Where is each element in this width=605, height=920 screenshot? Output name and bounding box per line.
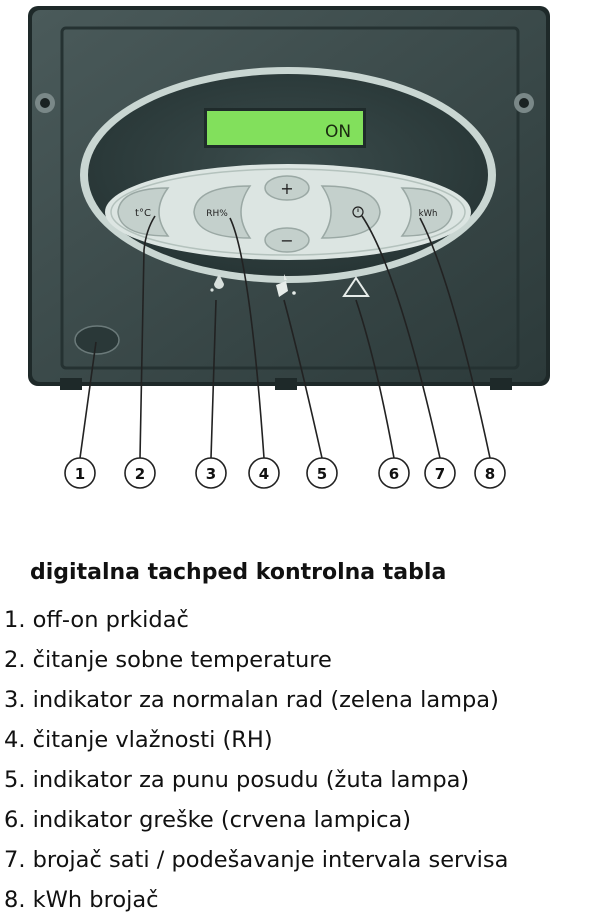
humidity-button[interactable]: RH%: [193, 185, 252, 239]
plus-button[interactable]: +: [264, 175, 310, 201]
legend-item-1: 1. off-on prkidač: [4, 607, 189, 633]
kwh-label: kWh: [419, 209, 438, 219]
legend-item-5: 5. indikator za punu posudu (žuta lampa): [4, 767, 470, 793]
callout-6: 6: [378, 457, 410, 489]
svg-text:5: 5: [317, 465, 327, 483]
legend-item-3: 3. indikator za normalan rad (zelena lam…: [4, 687, 499, 713]
callout-2: 2: [124, 457, 156, 489]
svg-text:2: 2: [135, 465, 145, 483]
display-text: ON: [325, 122, 351, 142]
minus-symbol: −: [280, 231, 293, 250]
normal-operation-lamp-icon: [210, 274, 224, 292]
power-button[interactable]: [74, 325, 120, 355]
minus-button[interactable]: −: [264, 227, 310, 253]
plus-symbol: +: [280, 179, 293, 198]
callout-3: 3: [195, 457, 227, 489]
legend-item-2: 2. čitanje sobne temperature: [4, 647, 332, 673]
svg-text:1: 1: [75, 465, 85, 483]
full-tank-lamp-icon: [276, 274, 296, 297]
svg-text:4: 4: [259, 465, 269, 483]
temperature-button[interactable]: t°C: [117, 187, 170, 237]
svg-text:7: 7: [435, 465, 445, 483]
callout-7: 7: [424, 457, 456, 489]
svg-text:6: 6: [389, 465, 399, 483]
screw-hole-right: [514, 93, 534, 113]
callout-4: 4: [248, 457, 280, 489]
clock-icon: [352, 206, 364, 218]
callout-8: 8: [474, 457, 506, 489]
svg-text:8: 8: [485, 465, 495, 483]
lcd-display: ON: [204, 108, 366, 148]
error-warning-triangle-icon: [342, 276, 370, 297]
legend-list: 1. off-on prkidač 2. čitanje sobne tempe…: [4, 600, 508, 920]
hour-counter-button[interactable]: [320, 185, 381, 239]
callout-5: 5: [306, 457, 338, 489]
control-panel-diagram: ON t°C RH% + − kWh: [28, 6, 550, 489]
temperature-label: t°C: [135, 208, 151, 219]
legend-item-8: 8. kWh brojač: [4, 887, 159, 913]
svg-text:3: 3: [206, 465, 216, 483]
kwh-button[interactable]: kWh: [400, 187, 453, 237]
leader-lines: [79, 215, 491, 459]
callout-1: 1: [64, 457, 96, 489]
legend-item-6: 6. indikator greške (crvena lampica): [4, 807, 412, 833]
legend-item-7: 7. brojač sati / podešavanje intervala s…: [4, 847, 509, 873]
screw-hole-left: [35, 93, 55, 113]
legend-item-4: 4. čitanje vlažnosti (RH): [4, 727, 273, 753]
callout-markers: 1 2 3 4 5 6 7 8: [64, 457, 506, 489]
caption-title: digitalna tachped kontrolna tabla: [30, 560, 447, 585]
button-oval: [105, 164, 471, 260]
humidity-label: RH%: [206, 209, 228, 219]
